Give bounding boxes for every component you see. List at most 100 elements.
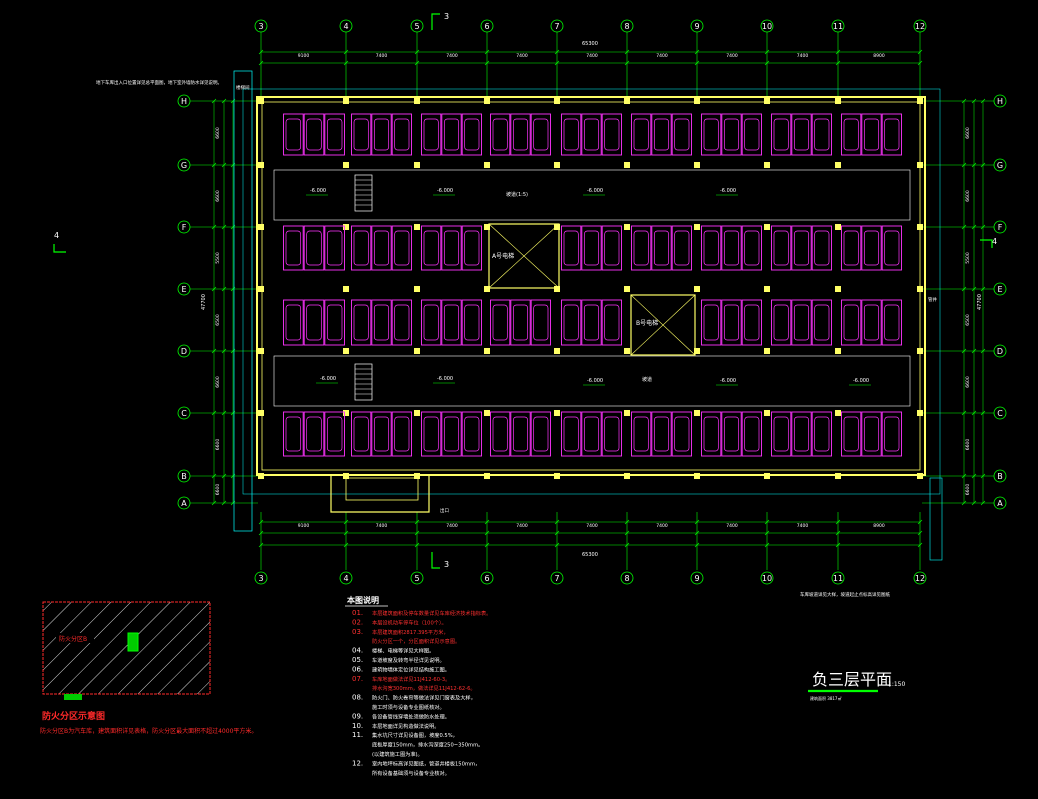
dim-text-y: 5500 <box>215 252 221 264</box>
section-cut-bottom <box>431 552 440 569</box>
lift-core-b-cross <box>630 294 696 356</box>
parking-space <box>721 113 742 156</box>
parking-space <box>741 299 762 346</box>
dim-text-y: 6600 <box>965 439 971 451</box>
axis-label-C: C <box>997 409 1003 418</box>
parking-space <box>581 113 602 156</box>
axis-bubble-10 <box>760 19 774 33</box>
legend-title: 防火分区示意图 <box>42 710 105 722</box>
car-symbol <box>326 118 343 151</box>
parking-space <box>601 299 622 346</box>
parking-space <box>510 299 531 346</box>
car-symbol <box>492 118 508 151</box>
car-symbol <box>373 304 390 341</box>
parking-space <box>371 411 392 457</box>
parking-space <box>303 411 325 457</box>
structural-column <box>258 410 264 416</box>
parking-space <box>391 225 412 271</box>
car-symbol <box>744 118 760 151</box>
parking-space <box>371 113 392 156</box>
car-symbol <box>563 230 579 266</box>
legend-text: 防火分区B为汽车库，建筑面积详见表格，防火分区最大面积不超过4000平方米。 <box>40 727 257 735</box>
structural-column <box>554 98 560 104</box>
axis-bubble-C <box>177 406 191 420</box>
dim-text-x: 9100 <box>298 523 310 529</box>
car-symbol <box>353 304 369 341</box>
dim-text-x: 7400 <box>446 523 458 529</box>
car-symbol <box>723 118 740 151</box>
structural-column <box>343 162 349 168</box>
axis-bubble-3 <box>254 19 268 33</box>
axis-label-12: 12 <box>915 574 925 583</box>
structural-column <box>484 286 490 292</box>
axis-bubble-7 <box>550 19 564 33</box>
axis-label-D: D <box>997 347 1003 356</box>
parking-space <box>490 113 511 156</box>
parking-space <box>421 299 442 346</box>
parking-space <box>421 411 442 457</box>
car-symbol <box>633 118 649 151</box>
parking-space <box>601 113 622 156</box>
structural-column <box>835 98 841 104</box>
parking-space <box>324 299 345 346</box>
cyan-outline <box>242 88 941 495</box>
parking-space <box>371 225 392 271</box>
car-symbol <box>353 416 369 452</box>
axis-bubble-E <box>993 282 1007 296</box>
section-cut-top <box>431 13 440 30</box>
parking-space <box>391 411 412 457</box>
parking-space <box>510 113 531 156</box>
section-cut-right <box>980 239 993 248</box>
note-text: 各设备管线穿墙处须做防水处理。 <box>372 712 450 720</box>
axis-bubble-10 <box>760 571 774 585</box>
structural-column <box>554 473 560 479</box>
car-symbol <box>744 230 760 266</box>
parking-space <box>631 113 652 156</box>
axis-label-E: E <box>997 285 1002 294</box>
parking-space <box>881 299 902 346</box>
lift-b-label: B号电梯 <box>636 319 658 327</box>
parking-space <box>581 225 602 271</box>
structural-column <box>258 348 264 354</box>
axis-label-11: 11 <box>833 574 843 583</box>
car-symbol <box>492 304 508 341</box>
structural-column <box>343 224 349 230</box>
axis-label-3: 3 <box>258 574 263 583</box>
car-symbol <box>863 118 880 151</box>
car-symbol <box>285 416 302 452</box>
car-symbol <box>353 118 369 151</box>
axis-bubble-B <box>993 469 1007 483</box>
car-symbol <box>583 118 600 151</box>
axis-bubble-F <box>177 220 191 234</box>
axis-bubble-A <box>177 496 191 510</box>
axis-bubble-6 <box>480 571 494 585</box>
car-symbol <box>814 118 830 151</box>
dim-text-y: 6600 <box>215 484 221 496</box>
axis-label-11: 11 <box>833 22 843 31</box>
lift-core-a <box>488 223 560 289</box>
car-symbol <box>633 230 649 266</box>
car-symbol <box>863 304 880 341</box>
car-symbol <box>563 118 579 151</box>
parking-space <box>283 411 304 457</box>
axis-label-C: C <box>181 409 187 418</box>
car-symbol <box>884 416 900 452</box>
car-symbol <box>744 304 760 341</box>
structural-column <box>484 410 490 416</box>
note-text: 底板厚度150mm，排水沟深度250~350mm。 <box>372 741 483 749</box>
car-symbol <box>723 416 740 452</box>
ramp-label-bottom: 坡道 <box>642 376 652 383</box>
structural-column <box>624 224 630 230</box>
car-symbol <box>793 118 810 151</box>
parking-space <box>324 411 345 457</box>
car-symbol <box>703 118 719 151</box>
parking-space <box>881 113 902 156</box>
notes-heading: 本图说明 <box>346 595 379 605</box>
note-text: 本层建筑面积及停车数量详见车库经济技术指标表。 <box>372 609 491 617</box>
title-block: 负三层平面 1:150 建筑面积 3817㎡ <box>808 670 905 701</box>
elevation-label: -6.000 <box>320 376 336 382</box>
axis-bubble-12 <box>913 571 927 585</box>
fire-zone-legend: 防火分区B 防火分区示意图 防火分区B为汽车库，建筑面积详见表格，防火分区最大面… <box>40 601 257 735</box>
car-symbol <box>843 304 859 341</box>
